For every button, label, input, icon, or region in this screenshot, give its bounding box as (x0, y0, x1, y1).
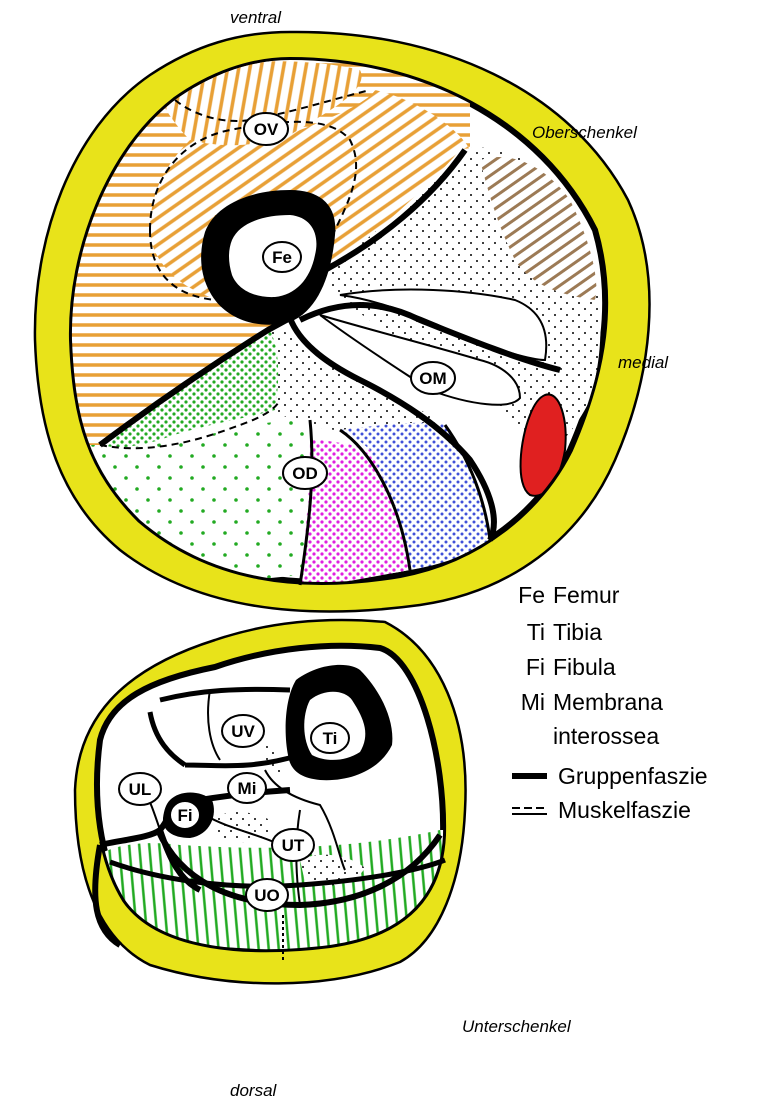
legend-abbr-ti: Ti (527, 619, 545, 645)
label-fi: Fi (170, 801, 200, 829)
legend-text-femur: Femur (553, 582, 620, 608)
legend-group-fascia-swatch (512, 773, 547, 779)
label-medial: medial (618, 353, 669, 372)
label-om: OM (411, 362, 455, 394)
label-fe: Fe (263, 242, 301, 272)
svg-text:OD: OD (292, 464, 318, 483)
svg-text:Mi: Mi (238, 779, 257, 798)
label-ut: UT (272, 829, 314, 861)
thigh-section (35, 32, 650, 612)
legend-text-fibula: Fibula (553, 654, 616, 680)
label-od: OD (283, 457, 327, 489)
label-ti: Ti (311, 723, 349, 753)
label-mi: Mi (228, 773, 266, 803)
legend-abbr-mi: Mi (521, 689, 545, 715)
svg-text:OV: OV (254, 120, 279, 139)
label-ov: OV (244, 113, 288, 145)
label-ul: UL (119, 773, 161, 805)
legend: Fe Femur Ti Tibia Fi Fibula Mi Membrana … (512, 582, 708, 823)
svg-text:Ti: Ti (323, 729, 338, 748)
svg-text:UT: UT (282, 836, 305, 855)
legend-abbr-fi: Fi (526, 654, 545, 680)
label-dorsal: dorsal (230, 1081, 278, 1100)
svg-text:Fe: Fe (272, 248, 292, 267)
legend-text-interossea: interossea (553, 723, 659, 749)
svg-text:OM: OM (419, 369, 446, 388)
svg-text:UL: UL (129, 780, 152, 799)
svg-text:UO: UO (254, 886, 280, 905)
svg-text:UV: UV (231, 722, 255, 741)
label-uo: UO (246, 879, 288, 911)
svg-text:Fi: Fi (177, 806, 192, 825)
legend-text-muscle-fascia: Muskelfaszie (558, 797, 691, 823)
legend-text-group-fascia: Gruppenfaszie (558, 763, 708, 789)
legend-text-membrana: Membrana (553, 689, 663, 715)
label-uv: UV (222, 715, 264, 747)
legend-abbr-fe: Fe (518, 582, 545, 608)
legend-text-tibia: Tibia (553, 619, 602, 645)
label-unterschenkel: Unterschenkel (462, 1017, 572, 1036)
label-ventral: ventral (230, 8, 282, 27)
label-oberschenkel: Oberschenkel (532, 123, 638, 142)
